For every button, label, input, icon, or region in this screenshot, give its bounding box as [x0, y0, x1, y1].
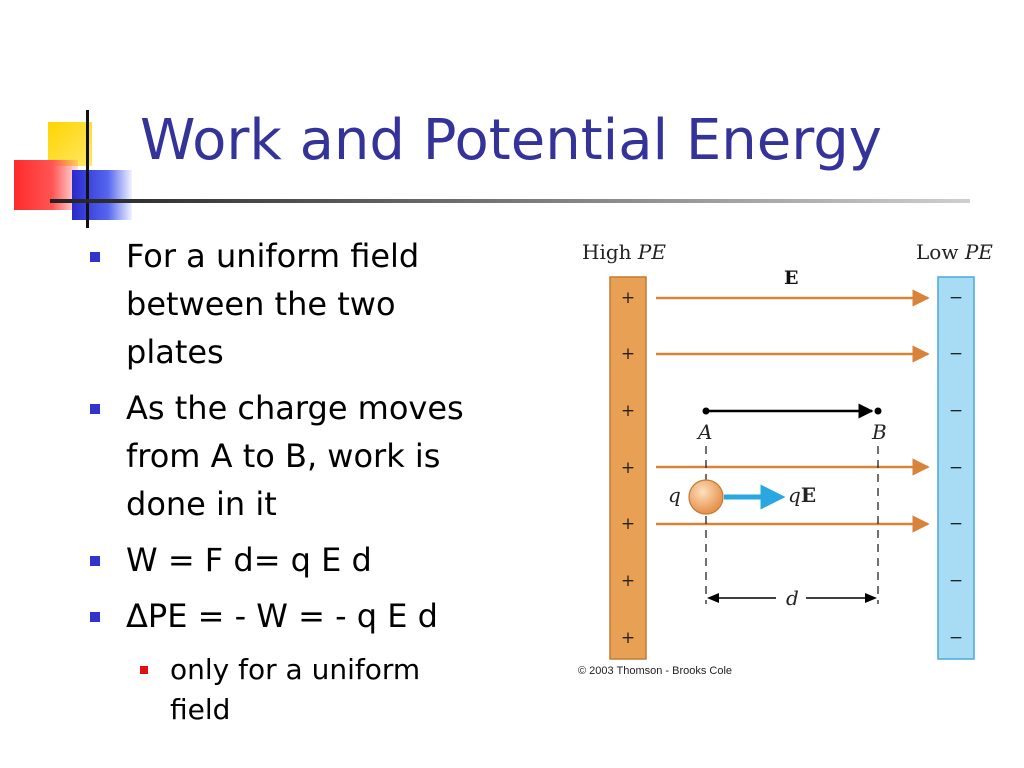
bullet-item: W = F d= q E d [88, 536, 508, 584]
minus-sign: − [949, 628, 963, 648]
bullet-marker [90, 556, 100, 566]
corner-decoration [0, 100, 150, 230]
distance-label: d [786, 586, 799, 610]
bullet-list: For a uniform field between the two plat… [88, 232, 508, 640]
negative-plate [937, 276, 975, 660]
bullet-text: For a uniform field between the two plat… [126, 237, 420, 371]
plus-sign: + [621, 288, 635, 308]
plus-sign: + [621, 458, 635, 478]
vertical-line [86, 110, 89, 228]
slide-title: Work and Potential Energy [140, 108, 882, 173]
minus-sign: − [949, 458, 963, 478]
bullet-item: As the charge moves from A to B, work is… [88, 384, 508, 528]
charge-sphere [688, 479, 724, 515]
bullet-item: For a uniform field between the two plat… [88, 232, 508, 376]
point-a-dot [702, 407, 710, 415]
sub-bullet-marker [140, 666, 148, 674]
minus-sign: − [949, 401, 963, 421]
title-underline [50, 199, 970, 203]
bullet-text: ΔPE = - W = - q E d [126, 597, 438, 635]
bullet-text: W = F d= q E d [126, 541, 372, 579]
bullet-item: ΔPE = - W = - q E d [88, 592, 508, 640]
bullet-text: As the charge moves from A to B, work is… [126, 389, 464, 523]
minus-sign: − [949, 288, 963, 308]
blue-block [72, 170, 132, 220]
field-label: E [784, 267, 798, 289]
plus-sign: + [621, 344, 635, 364]
plus-sign: + [621, 571, 635, 591]
minus-sign: − [949, 344, 963, 364]
copyright-text: © 2003 Thomson - Brooks Cole [578, 665, 732, 677]
minus-sign: − [949, 571, 963, 591]
point-a-label: A [696, 420, 712, 444]
plus-sign: + [621, 628, 635, 648]
bullet-marker [90, 612, 100, 622]
plus-sign: + [621, 514, 635, 534]
low-pe-label: Low PE [916, 240, 993, 264]
yellow-block [48, 122, 92, 166]
distance-arrowhead-right [865, 593, 877, 603]
point-b-label: B [871, 420, 887, 444]
positive-plate [609, 276, 647, 660]
high-pe-label: High PE [582, 240, 666, 264]
distance-arrowhead-left [707, 593, 719, 603]
bullet-marker [90, 252, 100, 262]
minus-sign: − [949, 514, 963, 534]
force-label: qE [788, 483, 816, 507]
parallel-plates-figure: High PE Low PE E + + + + + + + − − − − −… [578, 240, 993, 677]
sub-bullet: only for a uniform field [126, 650, 470, 730]
plus-sign: + [621, 401, 635, 421]
point-b-dot [874, 407, 882, 415]
bullet-marker [90, 404, 100, 414]
sub-bullet-text: only for a uniform field [170, 653, 421, 726]
charge-label: q [668, 483, 681, 507]
